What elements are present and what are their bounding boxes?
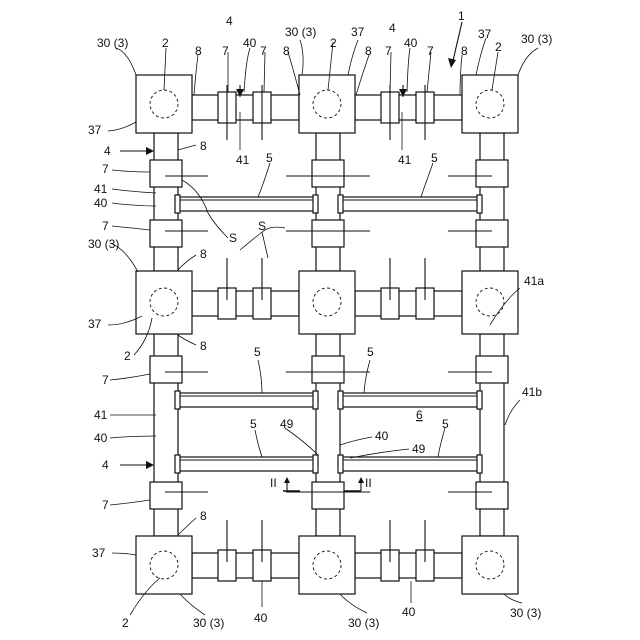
label-41a: 41a bbox=[524, 274, 544, 288]
node-r2-c2 bbox=[299, 271, 355, 334]
label-8: 8 bbox=[461, 44, 468, 58]
label-2: 2 bbox=[495, 40, 502, 54]
clamp bbox=[476, 220, 508, 247]
label-5: 5 bbox=[250, 417, 257, 431]
label-40: 40 bbox=[94, 196, 108, 210]
clamp bbox=[476, 160, 508, 187]
label-7: 7 bbox=[102, 219, 109, 233]
label-4: 4 bbox=[104, 144, 111, 158]
label-5: 5 bbox=[254, 345, 261, 359]
label-37: 37 bbox=[351, 25, 365, 39]
label-5: 5 bbox=[431, 151, 438, 165]
label-8: 8 bbox=[200, 509, 207, 523]
beam-r3-left bbox=[192, 553, 299, 578]
label-S: S bbox=[229, 231, 237, 245]
label-7: 7 bbox=[102, 162, 109, 176]
label-40: 40 bbox=[94, 431, 108, 445]
clamp bbox=[476, 482, 508, 509]
node-r1-c2 bbox=[299, 75, 355, 133]
label-II: II bbox=[270, 476, 277, 490]
column-c2-upper bbox=[316, 133, 340, 271]
node-r1-c3 bbox=[462, 75, 518, 133]
label-49: 49 bbox=[412, 442, 426, 456]
beam-r1-right bbox=[355, 95, 462, 120]
clamp bbox=[150, 160, 182, 187]
column-c1-upper bbox=[154, 133, 178, 271]
label-8: 8 bbox=[283, 44, 290, 58]
rod-low-right bbox=[340, 457, 480, 471]
rod-upper-right bbox=[340, 197, 480, 211]
label-30-3: 30 (3) bbox=[348, 616, 379, 630]
node-r3-c2 bbox=[299, 536, 355, 594]
node-r2-c1 bbox=[136, 271, 192, 334]
clamp bbox=[150, 482, 182, 509]
clamp bbox=[476, 356, 508, 383]
label-1: 1 bbox=[458, 9, 465, 23]
label-30-3: 30 (3) bbox=[521, 32, 552, 46]
label-7: 7 bbox=[260, 44, 267, 58]
label-41: 41 bbox=[398, 153, 412, 167]
label-7: 7 bbox=[385, 44, 392, 58]
label-8: 8 bbox=[200, 139, 207, 153]
label-41b: 41b bbox=[522, 385, 542, 399]
label-37: 37 bbox=[478, 27, 492, 41]
label-5: 5 bbox=[367, 345, 374, 359]
label-8: 8 bbox=[200, 339, 207, 353]
label-2: 2 bbox=[122, 616, 129, 630]
clamp bbox=[312, 482, 344, 509]
label-2: 2 bbox=[124, 349, 131, 363]
label-4: 4 bbox=[226, 14, 233, 28]
rod-mid-right bbox=[340, 393, 480, 407]
label-4: 4 bbox=[102, 458, 109, 472]
label-8: 8 bbox=[195, 44, 202, 58]
column-c3-upper bbox=[480, 133, 504, 271]
rod-upper-left bbox=[178, 197, 316, 211]
label-30-3: 30 (3) bbox=[97, 36, 128, 50]
label-30-3: 30 (3) bbox=[285, 25, 316, 39]
node-r3-c3 bbox=[462, 536, 518, 594]
beam-r3-right bbox=[355, 553, 462, 578]
label-7: 7 bbox=[102, 373, 109, 387]
clamp bbox=[150, 356, 182, 383]
rod-mid-left bbox=[178, 393, 316, 407]
label-37: 37 bbox=[88, 123, 102, 137]
label-40: 40 bbox=[254, 611, 268, 625]
label-6: 6 bbox=[416, 408, 423, 422]
label-30-3: 30 (3) bbox=[193, 616, 224, 630]
label-7: 7 bbox=[427, 44, 434, 58]
label-5: 5 bbox=[266, 151, 273, 165]
label-49: 49 bbox=[280, 417, 294, 431]
label-41: 41 bbox=[94, 408, 108, 422]
label-S: S bbox=[258, 219, 266, 233]
label-37: 37 bbox=[92, 546, 106, 560]
label-40: 40 bbox=[375, 429, 389, 443]
label-2: 2 bbox=[162, 36, 169, 50]
label-40: 40 bbox=[402, 605, 416, 619]
clamp bbox=[150, 220, 182, 247]
rod-low-left bbox=[178, 457, 316, 471]
clamp bbox=[312, 356, 344, 383]
label-7: 7 bbox=[222, 44, 229, 58]
label-8: 8 bbox=[365, 44, 372, 58]
label-5: 5 bbox=[442, 417, 449, 431]
label-41: 41 bbox=[236, 153, 250, 167]
label-4: 4 bbox=[389, 21, 396, 35]
label-8: 8 bbox=[200, 247, 207, 261]
label-41: 41 bbox=[94, 182, 108, 196]
beam-r2-left bbox=[192, 291, 299, 316]
label-40: 40 bbox=[243, 36, 257, 50]
beam-r1-left bbox=[192, 95, 299, 120]
label-30-3: 30 (3) bbox=[510, 606, 541, 620]
beam-r2-right bbox=[355, 291, 462, 316]
label-40: 40 bbox=[404, 36, 418, 50]
label-30-3: 30 (3) bbox=[88, 237, 119, 251]
label-2: 2 bbox=[330, 36, 337, 50]
label-7: 7 bbox=[102, 498, 109, 512]
clamp bbox=[312, 160, 344, 187]
label-II: II bbox=[365, 476, 372, 490]
node-r3-c1 bbox=[136, 536, 192, 594]
clamp bbox=[312, 220, 344, 247]
label-37: 37 bbox=[88, 317, 102, 331]
